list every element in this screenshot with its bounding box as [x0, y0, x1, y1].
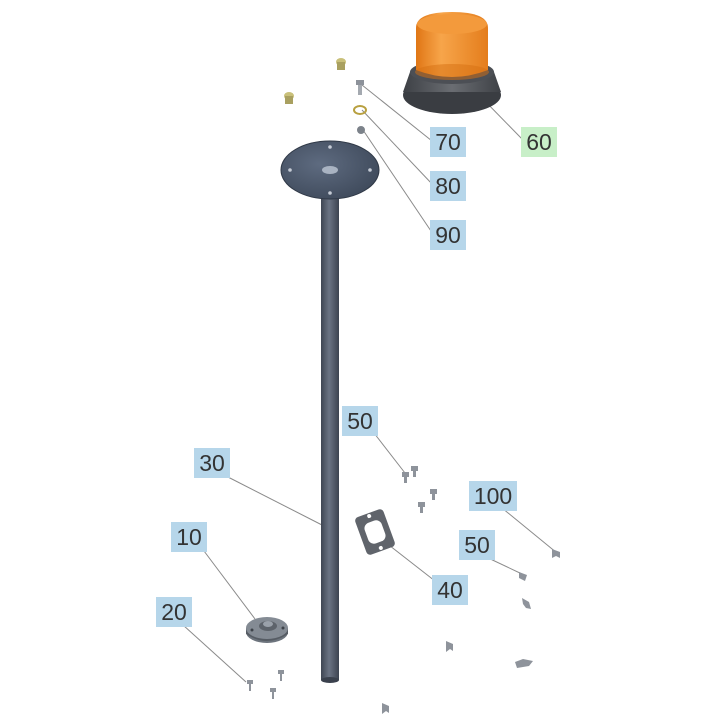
leader-70 [361, 84, 433, 142]
callout-20[interactable]: 20 [156, 597, 192, 627]
callout-80[interactable]: 80 [430, 171, 466, 201]
screws-50-upper [402, 466, 437, 513]
leader-80 [361, 109, 434, 186]
leader-90 [362, 129, 434, 235]
leader-20 [182, 624, 247, 683]
gasket-40 [355, 509, 395, 555]
callout-50-upper[interactable]: 50 [342, 406, 378, 436]
callout-100[interactable]: 100 [469, 481, 517, 511]
callout-60[interactable]: 60 [521, 127, 557, 157]
callout-30[interactable]: 30 [194, 448, 230, 478]
mast-pole [280, 140, 380, 683]
callout-10[interactable]: 10 [171, 522, 207, 552]
callout-70[interactable]: 70 [430, 127, 466, 157]
screws-20 [247, 670, 284, 699]
leader-10 [203, 550, 256, 620]
top-hardware [284, 58, 367, 134]
callout-90[interactable]: 90 [430, 220, 466, 250]
base-flange-10 [246, 617, 288, 643]
leader-30 [225, 475, 323, 526]
beacon-light [403, 12, 501, 114]
callout-50-lower[interactable]: 50 [459, 530, 495, 560]
leader-100 [501, 507, 558, 554]
clips-100 [382, 549, 560, 714]
callout-40[interactable]: 40 [432, 575, 468, 605]
leader-50a [373, 432, 406, 474]
